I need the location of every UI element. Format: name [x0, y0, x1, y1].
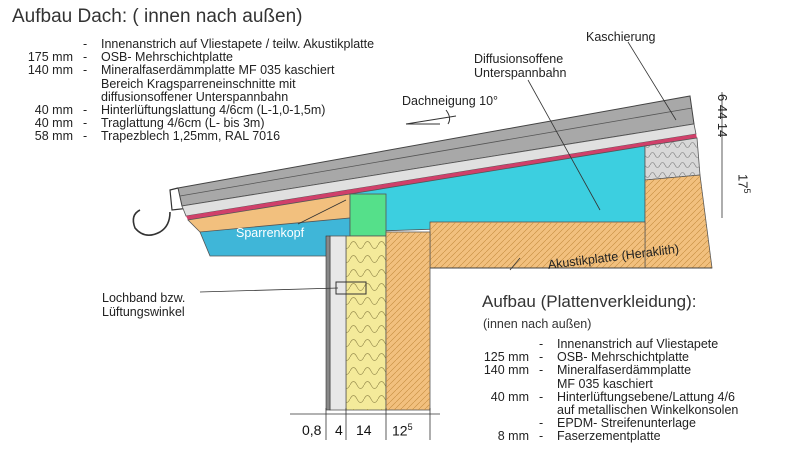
wall-mineral-wool-hatch	[346, 236, 386, 410]
lochband-leader	[199, 287, 339, 293]
akustik-leader	[509, 257, 521, 271]
right-dimension-top: 6 44 14	[715, 94, 730, 138]
wall-subtitle: (innen nach außen)	[483, 317, 592, 331]
roof-end-insulation-hatch	[645, 138, 700, 180]
wall-layer: 40 mm-Hinterlüftungsebene/Lattung 4/6	[490, 389, 735, 404]
wall-layer: 125 mm-OSB- Mehrschichtplatte	[483, 350, 689, 365]
lochband-label-line2: Lüftungswinkel	[102, 305, 185, 319]
lochband-label-line1: Lochband bzw.	[102, 291, 186, 305]
membrane-label-line1: Diffusionsoffene	[474, 52, 564, 66]
bottom-dim-4: 125	[392, 422, 413, 439]
roof-layer: 40 mm-Hinterlüftungslattung 4/6cm (L-1,0…	[34, 103, 326, 118]
wall-battens	[329, 235, 347, 411]
roof-metal-line	[179, 107, 693, 197]
roof-edge-flashing	[169, 187, 191, 211]
bottom-dim-1: 0,8	[302, 422, 322, 438]
roof-pitch-label: Dachneigung 10°	[402, 94, 499, 108]
wall-osb-hatch	[386, 232, 430, 410]
roof-layer: 140 mm-Mineralfaserdämmplatte MF 035 kas…	[27, 63, 335, 78]
wall-layer-list: -Innenanstrich auf Vliestapete 125 mm-OS…	[456, 337, 739, 444]
wall-layer: -EPDM- Streifenunterlage	[539, 416, 696, 431]
roof-layer: 58 mm-Trapezblech 1,25mm, RAL 7016	[34, 129, 281, 144]
roof-membrane	[186, 134, 697, 220]
kaschierung-label: Kaschierung	[586, 30, 656, 44]
right-dimension-bottom: 175	[735, 174, 752, 194]
roof-right-wood-hatch	[645, 175, 712, 268]
membrane-label-line2: Unterspannbahn	[474, 66, 567, 80]
roof-layer: -Innenanstrich auf Vliestapete / teilw. …	[83, 37, 375, 51]
roof-layer-list: -Innenanstrich auf Vliestapete / teilw. …	[0, 37, 375, 144]
bottom-dim-3: 14	[356, 422, 372, 438]
kaschierung-leader	[627, 41, 677, 121]
wall-layer: 8 mm-Faserzementplatte	[497, 429, 661, 444]
osb-column-top	[349, 193, 387, 237]
sparrenkopf-label: Sparrenkopf	[236, 226, 305, 240]
roof-layer: diffusionsoffener Unterspannbahn	[101, 89, 289, 104]
wall-layer: -Innenanstrich auf Vliestapete	[539, 337, 719, 351]
roof-title: Aufbau Dach: ( innen nach außen)	[12, 6, 303, 27]
sparrenkopf-leader	[297, 199, 347, 225]
roof-layer: 40 mm-Traglattung 4/6cm (L- bis 3m)	[34, 116, 265, 131]
wall-layer: 140 mm-Mineralfaserdämmplatte	[483, 363, 692, 378]
membrane-leader	[527, 79, 601, 211]
roof-layer: 175 mm-OSB- Mehrschichtplatte	[27, 50, 233, 65]
gutter	[132, 209, 171, 236]
wall-title: Aufbau (Plattenverkleidung):	[482, 292, 697, 311]
wall-layer: auf metallischen Winkelkonsolen	[557, 403, 739, 418]
roof-pitch-symbol	[405, 109, 457, 125]
wall-cladding	[325, 235, 331, 411]
wall-layer: MF 035 kaschiert	[557, 376, 653, 391]
roof-layer: Bereich Kragsparreneinschnitte mit	[101, 76, 296, 91]
bottom-dim-2: 4	[335, 422, 343, 438]
ceiling-osb-hatch	[430, 222, 645, 268]
